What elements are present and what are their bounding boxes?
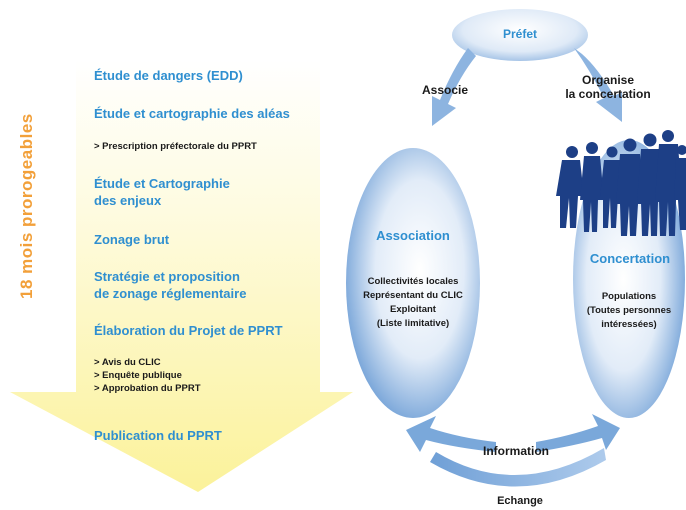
echange-label: Echange — [497, 495, 543, 507]
step-enjeux: Étude et Cartographie des enjeux — [94, 175, 230, 209]
step-aleas: Étude et cartographie des aléas — [94, 106, 290, 121]
association-oval — [346, 148, 480, 418]
information-arrow-right — [536, 414, 620, 452]
duration-label: 18 mois prorogeables — [17, 113, 36, 299]
step-elaboration: Élaboration du Projet de PPRT — [94, 323, 283, 338]
association-title: Association — [376, 228, 450, 243]
echange-arc — [430, 448, 606, 487]
step-edd: Étude de dangers (EDD) — [94, 68, 243, 83]
associe-label: Associe — [421, 83, 469, 97]
step-strategie: Stratégie et proposition de zonage régle… — [94, 268, 246, 302]
step-approbation: > Approbation du PPRT — [94, 383, 201, 394]
prefet-label: Préfet — [502, 27, 537, 41]
concertation-members: Populations (Toutes personnes intéressée… — [572, 290, 686, 332]
association-line2: Représentant du CLIC — [363, 290, 463, 301]
step-avis-clic: > Avis du CLIC — [94, 357, 161, 368]
step-publication: Publication du PPRT — [94, 428, 222, 443]
timeline-arrow — [10, 60, 353, 492]
concertation-line2: (Toutes personnes — [586, 305, 672, 316]
information-arrow-left — [406, 416, 496, 452]
step-prescription: > Prescription préfectorale du PPRT — [94, 141, 257, 152]
step-zonage-brut: Zonage brut — [94, 232, 170, 247]
step-enquete: > Enquête publique — [94, 370, 182, 381]
step-strategie-line1: Stratégie et proposition — [94, 269, 240, 284]
organise-arrow — [574, 48, 622, 122]
concertation-line1: Populations — [601, 291, 657, 302]
organise-line2: la concertation — [565, 87, 651, 101]
association-line3: Exploitant — [390, 304, 436, 315]
concertation-line3: intéressées) — [601, 319, 657, 330]
association-line4: (Liste limitative) — [376, 318, 450, 329]
concertation-title: Concertation — [589, 251, 671, 266]
information-label: Information — [483, 444, 549, 458]
organise-line1: Organise — [581, 73, 635, 87]
step-enjeux-line1: Étude et Cartographie — [94, 176, 230, 191]
crowd-silhouette — [556, 130, 686, 236]
prefet-ellipse — [452, 9, 588, 61]
associe-arrow — [432, 48, 476, 126]
step-enjeux-line2: des enjeux — [94, 193, 162, 208]
organise-label: Organise la concertation — [548, 73, 668, 101]
step-strategie-line2: de zonage réglementaire — [94, 286, 247, 301]
association-line1: Collectivités locales — [367, 276, 459, 287]
step-consultations: > Avis du CLIC > Enquête publique > Appr… — [94, 356, 201, 395]
association-members: Collectivités locales Représentant du CL… — [345, 275, 481, 331]
